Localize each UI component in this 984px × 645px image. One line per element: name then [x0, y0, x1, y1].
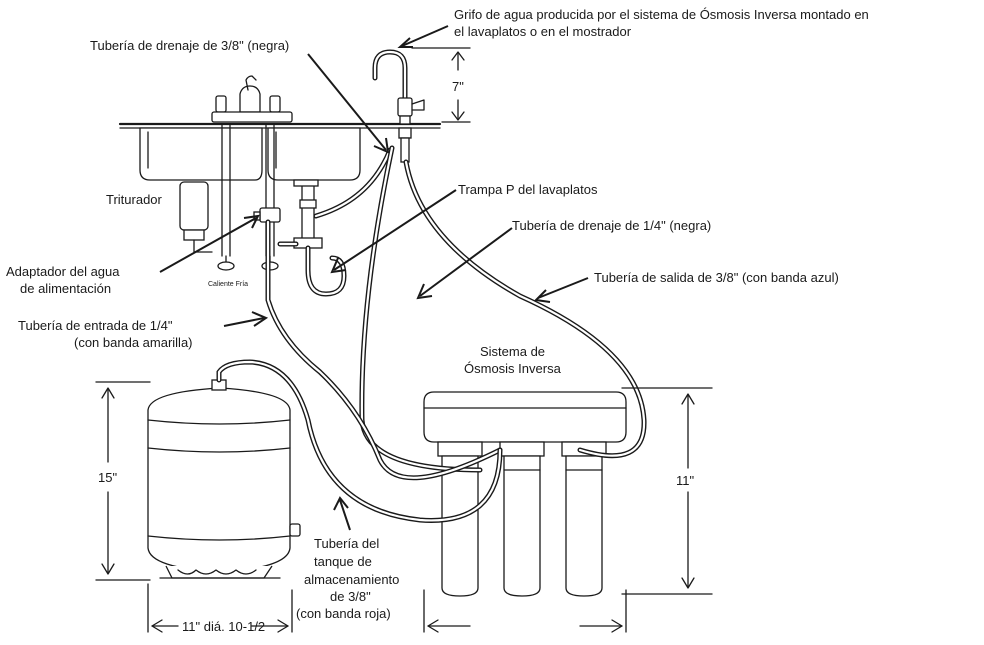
label-feed-adapter: Adaptador del agua de alimentación: [6, 264, 120, 296]
label-tank-tube: Tubería del tanque de almacenamiento de …: [296, 536, 399, 621]
svg-text:Grifo de agua producida por el: Grifo de agua producida por el sistema d…: [454, 7, 869, 22]
disposer: [179, 181, 213, 253]
svg-text:(con banda roja): (con banda roja): [296, 606, 391, 621]
label-inlet-14: Tubería de entrada de 1/4" (con banda am…: [18, 318, 193, 350]
svg-text:(con banda amarilla): (con banda amarilla): [74, 335, 193, 350]
label-drain-38: Tubería de drenaje de 3/8" (negra): [90, 38, 289, 53]
svg-text:Sistema de: Sistema de: [480, 344, 545, 359]
dimension-lines: [95, 47, 713, 633]
tubing: [216, 145, 647, 523]
svg-text:el lavaplatos o en el mostrado: el lavaplatos o en el mostrador: [454, 24, 632, 39]
dim-faucet-height: 7": [452, 79, 464, 94]
label-ro-system: Sistema de Ósmosis Inversa: [464, 344, 562, 376]
svg-text:tanque de: tanque de: [314, 554, 372, 569]
svg-text:almacenamiento: almacenamiento: [304, 572, 399, 587]
dim-system-height: 11": [676, 473, 694, 488]
dim-tank-height: 15": [98, 470, 117, 485]
label-outlet-38: Tubería de salida de 3/8" (con banda azu…: [594, 270, 839, 285]
svg-text:de 3/8": de 3/8": [330, 589, 371, 604]
svg-text:Adaptador del agua: Adaptador del agua: [6, 264, 120, 279]
label-cold-water: Caliente Fría: [208, 281, 248, 288]
label-disposer: Triturador: [106, 192, 163, 207]
dim-tank-width: 11" diá. 10-1/2: [182, 619, 265, 634]
svg-text:Ósmosis Inversa: Ósmosis Inversa: [464, 361, 562, 376]
label-p-trap: Trampa P del lavaplatos: [458, 182, 598, 197]
sink: [139, 127, 361, 181]
ro-system: [423, 391, 627, 597]
ro-faucet: [372, 49, 425, 163]
storage-tank: [147, 379, 301, 579]
sink-faucet: [211, 75, 293, 123]
label-drain-14: Tubería de drenaje de 1/4" (negra): [512, 218, 711, 233]
svg-text:de alimentación: de alimentación: [20, 281, 111, 296]
label-faucet: Grifo de agua producida por el sistema d…: [454, 7, 869, 39]
svg-text:Tubería de entrada de 1/4": Tubería de entrada de 1/4": [18, 318, 173, 333]
filter-housing-3: [561, 441, 607, 597]
leader-arrows: [159, 25, 589, 531]
filter-housing-2: [499, 441, 545, 597]
filter-housing-1: [437, 441, 483, 597]
svg-text:Tubería del: Tubería del: [314, 536, 379, 551]
